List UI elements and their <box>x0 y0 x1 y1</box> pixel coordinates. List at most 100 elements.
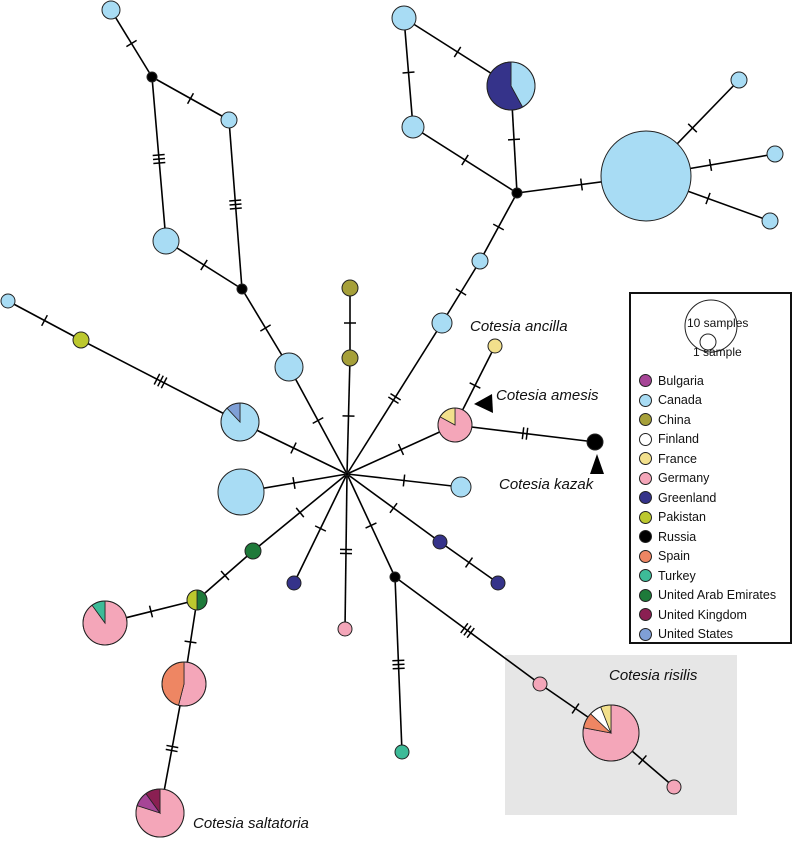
legend-label: Spain <box>658 549 690 564</box>
haplotype-node <box>82 600 128 646</box>
legend-item: Pakistan <box>639 508 776 528</box>
haplotype-node <box>236 283 248 295</box>
haplotype-node <box>286 575 302 591</box>
legend-swatch-icon <box>639 549 652 563</box>
haplotype-node <box>490 575 506 591</box>
haplotype-node <box>217 468 265 516</box>
edge <box>346 473 441 543</box>
edge <box>342 357 355 475</box>
haplotype-node <box>666 779 682 795</box>
legend-item: China <box>639 410 776 430</box>
edge <box>7 300 82 341</box>
legend-label: Bulgaria <box>658 373 704 388</box>
label-cotesia-kazak: Cotesia kazak <box>499 476 595 493</box>
size-label-large: 10 samples <box>687 316 749 330</box>
size-key-circles-icon <box>684 299 738 353</box>
haplotype-node <box>337 621 353 637</box>
legend-swatch-icon <box>639 393 652 407</box>
edge <box>439 541 499 584</box>
edge <box>151 76 167 242</box>
edge <box>151 76 230 121</box>
edge <box>346 473 462 488</box>
size-label-small: 1 sample <box>693 345 742 359</box>
arrow-amesis-icon <box>474 394 493 413</box>
legend-item: Turkey <box>639 566 776 586</box>
haplotype-node <box>487 338 503 354</box>
edge <box>402 17 415 128</box>
legend-label: France <box>658 451 697 466</box>
legend-item: Bulgaria <box>639 371 776 391</box>
edge <box>346 322 443 475</box>
haplotype-node <box>437 407 473 443</box>
edge <box>346 424 456 475</box>
legend-label: China <box>658 412 691 427</box>
haplotype-node <box>186 589 208 611</box>
haplotype-node <box>344 471 350 477</box>
legend-swatch-icon <box>639 608 652 622</box>
legend-label: Canada <box>658 393 702 408</box>
haplotype-node <box>220 111 238 129</box>
haplotype-node <box>244 542 262 560</box>
legend-swatch-icon <box>639 413 652 427</box>
haplotype-node <box>220 402 260 442</box>
label-cotesia-amesis: Cotesia amesis <box>496 387 599 404</box>
edge <box>288 366 348 475</box>
edge <box>228 119 243 290</box>
edge <box>339 473 353 630</box>
haplotype-node <box>582 704 640 762</box>
haplotype-node <box>766 145 784 163</box>
haplotype-node <box>161 661 207 707</box>
haplotype-node <box>391 5 417 31</box>
legend-item: Greenland <box>639 488 776 508</box>
edge <box>479 192 518 262</box>
legend-label: Russia <box>658 529 697 544</box>
haplotype-node <box>341 279 359 297</box>
edge <box>454 424 596 443</box>
edge <box>110 9 153 78</box>
legend-swatch-icon <box>639 510 652 524</box>
haplotype-node <box>511 187 523 199</box>
haplotype-node <box>101 0 121 20</box>
haplotype-node <box>471 252 489 270</box>
edge <box>239 421 348 475</box>
haplotype-node <box>401 115 425 139</box>
legend-label: Pakistan <box>658 510 706 525</box>
label-cotesia-saltatoria: Cotesia saltatoria <box>193 815 309 832</box>
haplotype-node <box>730 71 748 89</box>
haplotype-node <box>274 352 304 382</box>
legend-item: United Kingdom <box>639 605 776 625</box>
edge <box>80 339 241 423</box>
legend-item: Germany <box>639 469 776 489</box>
haplotype-node <box>72 331 90 349</box>
legend-label: Greenland <box>658 490 717 505</box>
legend-item: France <box>639 449 776 469</box>
haplotype-node <box>600 130 692 222</box>
legend-swatch-icon <box>639 569 652 583</box>
legend-label: United Kingdom <box>658 607 747 622</box>
haplotype-node <box>586 433 604 451</box>
edge <box>412 126 518 194</box>
network-nodes <box>0 0 784 838</box>
edge <box>441 260 481 324</box>
haplotype-node <box>135 788 185 838</box>
legend-label: United Arab Emirates <box>658 588 777 603</box>
legend-swatch-icon <box>639 432 652 446</box>
haplotype-node <box>761 212 779 230</box>
haplotype-node <box>389 571 401 583</box>
edge <box>293 473 348 584</box>
haplotype-node <box>341 349 359 367</box>
legend-swatch-icon <box>639 491 652 505</box>
label-cotesia-ancilla: Cotesia ancilla <box>470 318 568 335</box>
legend-swatch-icon <box>639 627 652 641</box>
legend-label: United States <box>658 627 734 642</box>
edge <box>196 550 254 601</box>
haplotype-node <box>0 293 16 309</box>
haplotype-node <box>532 676 548 692</box>
haplotype-node <box>152 227 180 255</box>
edge <box>252 473 348 552</box>
legend-item: Russia <box>639 527 776 547</box>
haplotype-node <box>432 534 448 550</box>
